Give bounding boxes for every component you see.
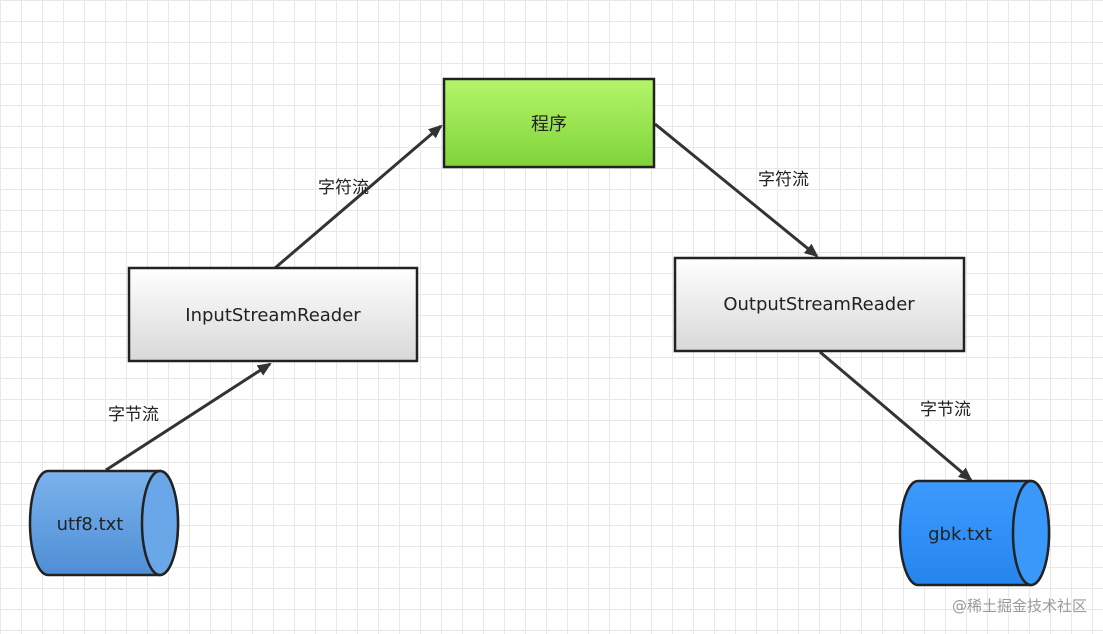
node-program: 程序 [442,77,656,169]
node-utf8-file: utf8.txt [28,469,180,577]
node-gbk-file-label: gbk.txt [928,524,992,545]
node-gbk-file: gbk.txt [898,479,1051,587]
node-utf8-file-label: utf8.txt [57,514,124,535]
node-input-stream-reader-label: InputStreamReader [185,305,361,326]
watermark-text: @稀土掘金技术社区 [951,597,1087,615]
edge-label-output-to-gbk: 字节流 [920,400,971,420]
edge-utf8-to-input [105,362,272,472]
node-input-stream-reader: InputStreamReader [127,266,419,363]
node-output-stream-reader-label: OutputStreamReader [723,294,915,315]
edge-label-program-to-output: 字符流 [758,170,809,190]
edge-label-input-to-program: 字符流 [318,178,369,198]
edge-output-to-gbk [819,350,973,482]
edge-label-utf8-to-input: 字节流 [108,405,159,425]
edge-input-to-program [274,124,443,270]
node-output-stream-reader: OutputStreamReader [673,256,966,353]
edge-program-to-output [654,122,819,258]
node-program-label: 程序 [531,114,567,135]
